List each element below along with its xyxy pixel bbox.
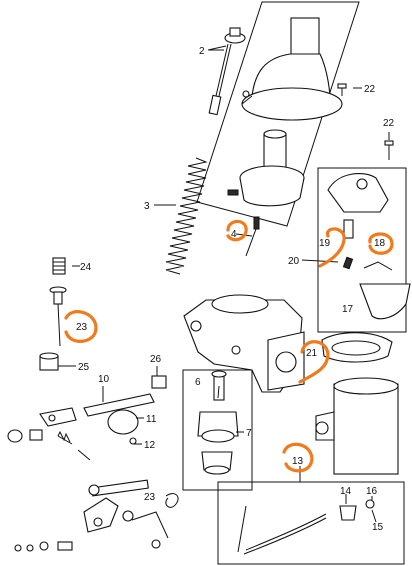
part-labels: 2 3 4 5 6 7 10 11 12 13 14 15 16 17 18 1… (76, 46, 395, 533)
label-15: 15 (372, 522, 384, 533)
label-22-right: 22 (383, 118, 395, 129)
frame-float-chamber-group (317, 167, 407, 333)
part-24-spring (52, 257, 66, 275)
part-6-jet-tube (211, 370, 227, 401)
part-13-fuel-pipe (237, 505, 327, 555)
label-20: 20 (288, 256, 300, 267)
part-26-bush (151, 375, 167, 389)
part-4-needle (245, 216, 260, 257)
part-18-float-lever (363, 261, 393, 271)
label-21: 21 (306, 348, 318, 359)
float-chamber-lid (327, 172, 389, 213)
suction-chamber (241, 17, 343, 121)
label-19: 19 (319, 238, 331, 249)
label-17: 17 (342, 304, 354, 315)
throttle-linkage (14, 479, 179, 552)
highlight-4 (226, 219, 248, 242)
piston (227, 129, 305, 207)
label-18: 18 (374, 238, 386, 249)
label-13: 13 (292, 456, 304, 467)
label-6: 6 (195, 377, 201, 388)
label-22-top: 22 (364, 84, 376, 95)
part-2-damper (208, 27, 246, 116)
label-11: 11 (146, 414, 157, 425)
part-23-jet (49, 286, 67, 347)
label-10: 10 (98, 374, 110, 385)
label-26: 26 (150, 354, 162, 365)
part-12-screw (129, 437, 137, 445)
label-14: 14 (340, 486, 352, 497)
part-10-spindle (39, 393, 155, 427)
highlight-19 (318, 227, 346, 268)
label-23-jet: 23 (76, 322, 88, 333)
highlight-marks (64, 219, 394, 473)
label-2: 2 (199, 46, 205, 57)
label-4: 4 (231, 229, 237, 240)
label-24: 24 (80, 262, 92, 273)
carburettor-body (183, 294, 305, 393)
label-25: 25 (78, 362, 90, 373)
label-23-linkage: 23 (144, 492, 156, 503)
label-7: 7 (246, 428, 252, 439)
label-16: 16 (366, 486, 378, 497)
highlight-23 (64, 310, 98, 343)
part-22-screw-top (337, 83, 347, 96)
part-3-spring (165, 157, 208, 275)
part-14-banjo-bolt (339, 505, 357, 521)
label-3: 3 (144, 201, 150, 212)
frame-top-group (196, 1, 360, 227)
part-7-jet-assembly (197, 411, 239, 475)
part-25-nut (39, 352, 59, 371)
highlight-21 (298, 340, 330, 384)
highlight-13 (282, 442, 314, 473)
part-22-screw-right (384, 140, 394, 160)
part-16-washer (365, 499, 375, 509)
float-bowl (315, 377, 399, 475)
part-19-needle-valve (342, 219, 354, 270)
label-12: 12 (144, 440, 156, 451)
part-11-throttle-disc (107, 409, 139, 435)
frame-fuel-line-group (217, 481, 405, 565)
highlight-18 (368, 232, 394, 255)
part-21-gasket (321, 332, 393, 363)
left-small-parts (7, 429, 91, 461)
part-17-float (359, 283, 411, 320)
